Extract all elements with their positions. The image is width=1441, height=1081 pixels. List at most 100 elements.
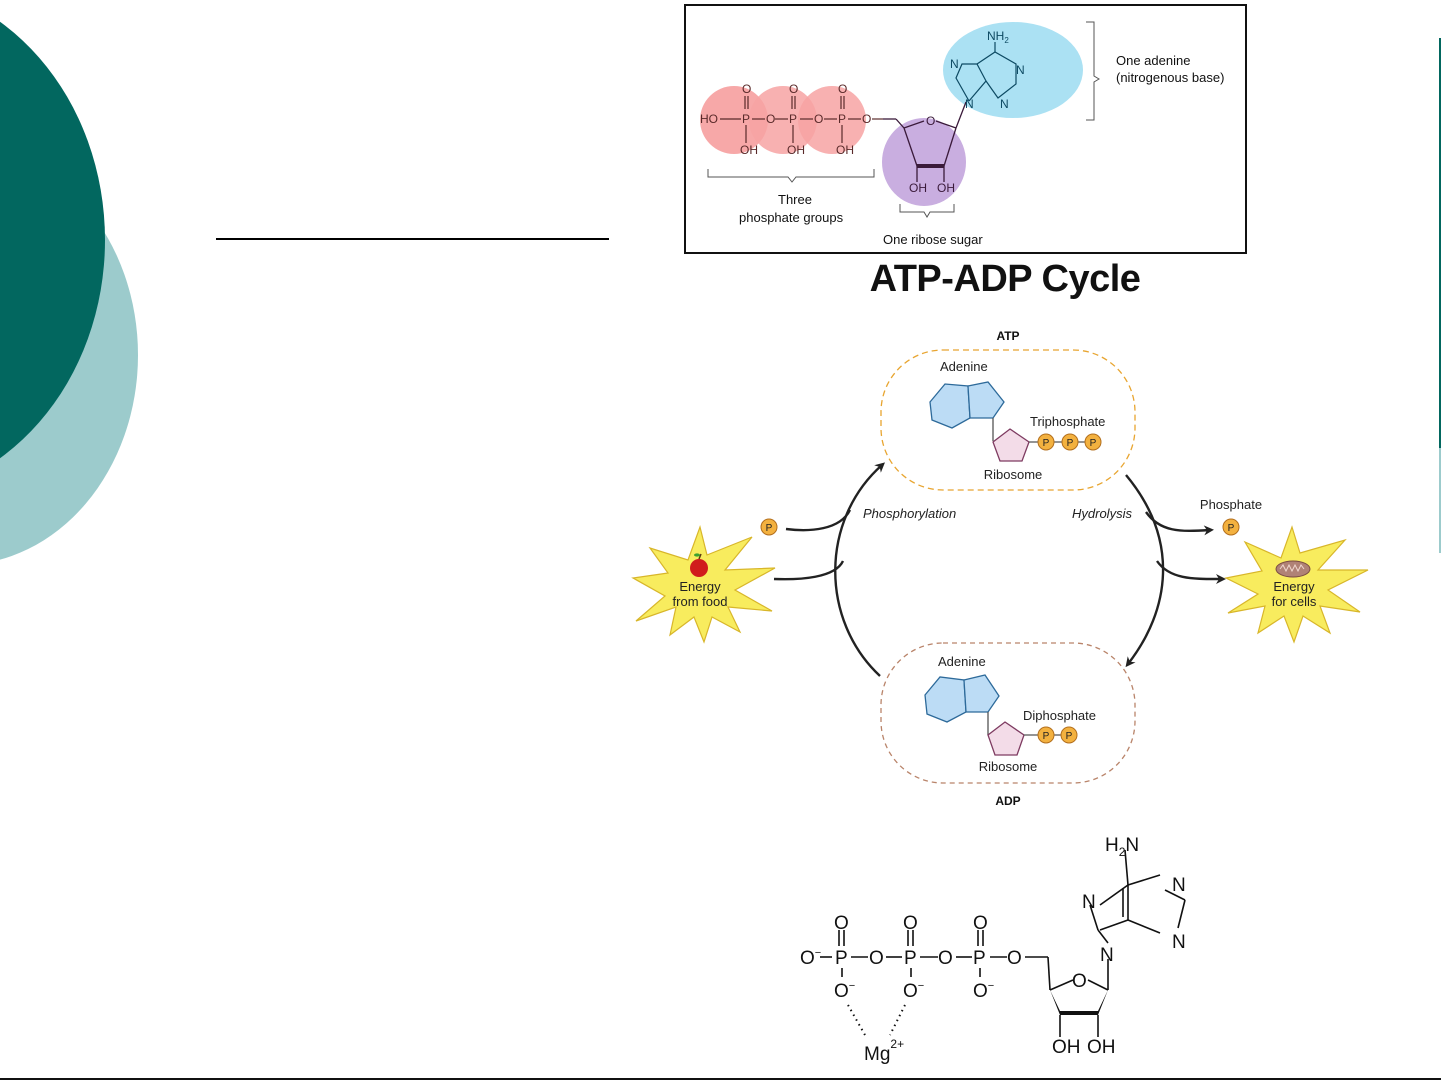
atp-adenine-icon bbox=[929, 381, 1005, 429]
atp-ribosome-label: Ribosome bbox=[984, 467, 1043, 482]
atp-labeled-structure: HO P O P O P O O O O OH OH OH bbox=[684, 4, 1247, 254]
label-brackets bbox=[707, 21, 1100, 218]
input-phosphate-icon bbox=[760, 518, 778, 536]
energy-for-cells-line1: Energy bbox=[1273, 579, 1315, 594]
atom-label: P bbox=[789, 112, 797, 126]
atom-p: P bbox=[904, 948, 917, 969]
atp-mg-structure: O− P O P O P O O O O O− O− O− Mg2+ O OH … bbox=[800, 835, 1186, 1065]
ribose-wedge bbox=[1050, 990, 1108, 1015]
energy-from-food-line2: from food bbox=[673, 594, 728, 609]
adp-heading: ADP bbox=[995, 794, 1020, 808]
atom-label: OH bbox=[937, 181, 955, 195]
atom-label: HO bbox=[700, 112, 718, 126]
atp-triphosphate-label: Triphosphate bbox=[1030, 414, 1105, 429]
atom-o: O bbox=[1072, 971, 1087, 992]
atom-label: OH bbox=[740, 143, 758, 157]
adp-ribosome-label: Ribosome bbox=[979, 759, 1038, 774]
atom-o: O bbox=[973, 913, 988, 934]
atom-label: O bbox=[789, 82, 798, 96]
atom-label: OH bbox=[836, 143, 854, 157]
atom-label: N bbox=[1016, 63, 1025, 77]
atp-adenine-label: Adenine bbox=[940, 359, 988, 374]
ribose-highlight bbox=[882, 118, 966, 206]
magnesium-ion: Mg2+ bbox=[864, 1037, 904, 1065]
atp-mg-atoms: O− P O P O P O O O O O− O− O− Mg2+ O OH … bbox=[800, 835, 1186, 1065]
adp-adenine-icon bbox=[924, 674, 1000, 723]
adenine-highlight bbox=[943, 22, 1083, 118]
atom-label: O bbox=[742, 82, 751, 96]
phosphate-groups-label-line2: phosphate groups bbox=[739, 210, 844, 225]
ribose-ring bbox=[883, 101, 967, 182]
energy-input-branch bbox=[773, 560, 845, 581]
dark-teal-circle bbox=[0, 21, 105, 459]
atom-label: N bbox=[1000, 97, 1009, 111]
atom-label: O bbox=[862, 112, 871, 126]
atom-label: P bbox=[838, 112, 846, 126]
atom-label: O bbox=[926, 114, 935, 128]
title-underline bbox=[216, 238, 609, 240]
phosphate-letter: P bbox=[1043, 438, 1050, 449]
phosphate-circle-1 bbox=[700, 86, 768, 154]
atom-o-minus: O− bbox=[903, 980, 924, 1002]
hydrolysis-arrow bbox=[1125, 474, 1165, 668]
atom-o: O bbox=[1007, 948, 1022, 969]
phosphate-input-branch bbox=[785, 509, 852, 532]
atom-n: N bbox=[1082, 892, 1096, 913]
atom-label: O bbox=[814, 112, 823, 126]
atom-n: N bbox=[1172, 932, 1186, 953]
phosphate-letter: P bbox=[1067, 438, 1074, 449]
atom-o: O bbox=[869, 948, 884, 969]
adenine-rings bbox=[955, 42, 1017, 102]
phosphate-circle-3 bbox=[798, 86, 866, 154]
phosphate-icon bbox=[1037, 433, 1055, 451]
energy-for-cells-line2: for cells bbox=[1272, 594, 1317, 609]
energy-output-arrow bbox=[1156, 560, 1226, 585]
atom-oh: OH bbox=[1087, 1037, 1116, 1058]
mitochondrion-icon bbox=[1275, 560, 1311, 578]
phosphate-icon bbox=[1061, 433, 1079, 451]
energy-for-cells-burst bbox=[1224, 525, 1369, 644]
phosphorylation-arrow bbox=[834, 462, 885, 677]
atom-o-minus: O− bbox=[800, 947, 821, 969]
atp-mg-bonds bbox=[820, 849, 1186, 1037]
atom-o-minus: O− bbox=[973, 980, 994, 1002]
right-accent-line bbox=[1439, 38, 1441, 448]
phosphate-groups-label-line1: Three bbox=[778, 192, 812, 207]
phosphate-letter: P bbox=[1090, 438, 1097, 449]
apple-icon bbox=[690, 553, 708, 577]
output-phosphate-icon bbox=[1222, 518, 1240, 536]
phosphate-icon bbox=[1037, 726, 1055, 744]
hydrolysis-label: Hydrolysis bbox=[1072, 506, 1132, 521]
energy-from-food-burst bbox=[631, 524, 776, 644]
phosphate-icon bbox=[1084, 433, 1102, 451]
phosphate-groups-highlight bbox=[700, 86, 866, 154]
adp-diphosphate-label: Diphosphate bbox=[1023, 708, 1096, 723]
amine-group: H2N bbox=[1105, 835, 1139, 859]
atom-label: N bbox=[965, 97, 974, 111]
atom-oh: OH bbox=[1052, 1037, 1081, 1058]
atom-o: O bbox=[903, 913, 918, 934]
atom-label: P bbox=[742, 112, 750, 126]
right-accent-line-light bbox=[1439, 448, 1441, 553]
atom-n: N bbox=[1100, 945, 1114, 966]
atom-n: N bbox=[1172, 875, 1186, 896]
phosphate-letter: P bbox=[1043, 731, 1050, 742]
atom-label: O bbox=[838, 82, 847, 96]
phosphate-icon bbox=[1060, 726, 1078, 744]
adp-ribose-icon bbox=[987, 721, 1025, 756]
atp-phosphates: P P P bbox=[1037, 433, 1102, 451]
atom-o: O bbox=[938, 948, 953, 969]
atom-label: O bbox=[766, 112, 775, 126]
mg-coordination-bonds bbox=[847, 1004, 906, 1036]
adp-adenine-label: Adenine bbox=[938, 654, 986, 669]
atom-o: O bbox=[834, 913, 849, 934]
phosphate-circle-2 bbox=[749, 86, 817, 154]
adp-molecule-boundary bbox=[880, 642, 1136, 784]
phosphorylation-label: Phosphorylation bbox=[863, 506, 956, 521]
phosphate-letter: P bbox=[1066, 731, 1073, 742]
adenine-label-line1: One adenine bbox=[1116, 53, 1190, 68]
phosphate-output-arrow bbox=[1145, 511, 1214, 536]
phosphate-output-label: Phosphate bbox=[1200, 497, 1262, 512]
